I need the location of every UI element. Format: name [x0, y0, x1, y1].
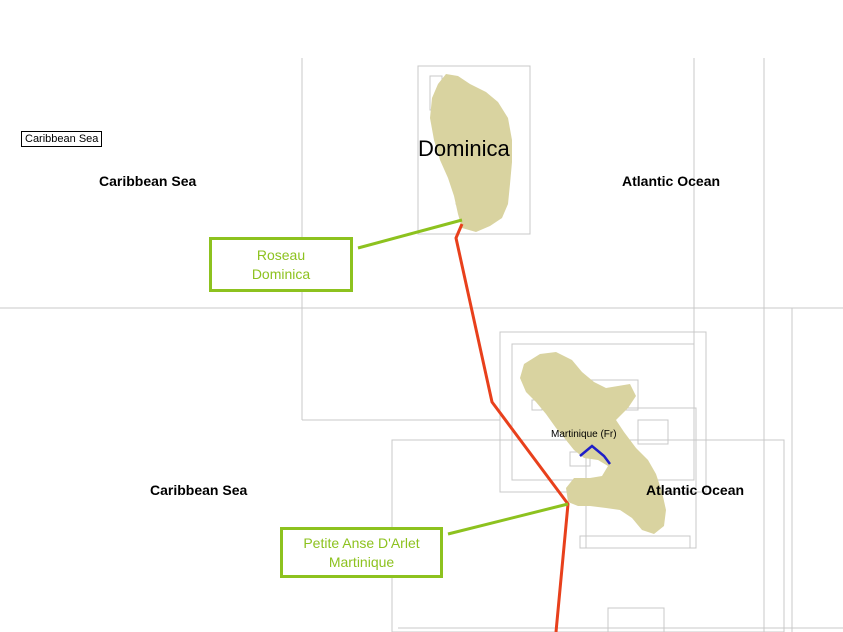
chart-box	[637, 419, 669, 445]
cable-route	[454, 223, 570, 632]
chart-box	[579, 535, 691, 549]
petite-anse-leader-line	[447, 502, 569, 536]
petite-anse-callout-line1: Petite Anse D'Arlet	[303, 534, 420, 551]
dominica-island	[430, 74, 512, 232]
martinique-island	[520, 352, 666, 534]
martinique-label: Martinique (Fr)	[551, 429, 617, 440]
dominica-label: Dominica	[418, 136, 510, 161]
petite-anse-callout: Petite Anse D'Arlet Martinique	[280, 527, 443, 578]
roseau-callout: Roseau Dominica	[209, 237, 353, 292]
petite-anse-callout-line2: Martinique	[328, 553, 395, 570]
roseau-callout-line1: Roseau	[256, 246, 306, 263]
caribbean-sea-label-south: Caribbean Sea	[150, 482, 248, 498]
chart-box	[417, 65, 531, 235]
atlantic-ocean-label-north: Atlantic Ocean	[622, 173, 721, 189]
roseau-callout-line2: Dominica	[251, 265, 311, 282]
chart-box	[607, 607, 665, 632]
martinique-river	[579, 444, 611, 465]
caribbean-sea-label-north: Caribbean Sea	[99, 173, 197, 189]
atlantic-ocean-label-south: Atlantic Ocean	[646, 482, 745, 498]
caribbean-sea-boxed-label: Caribbean Sea	[21, 131, 103, 147]
roseau-leader-line	[357, 218, 463, 250]
